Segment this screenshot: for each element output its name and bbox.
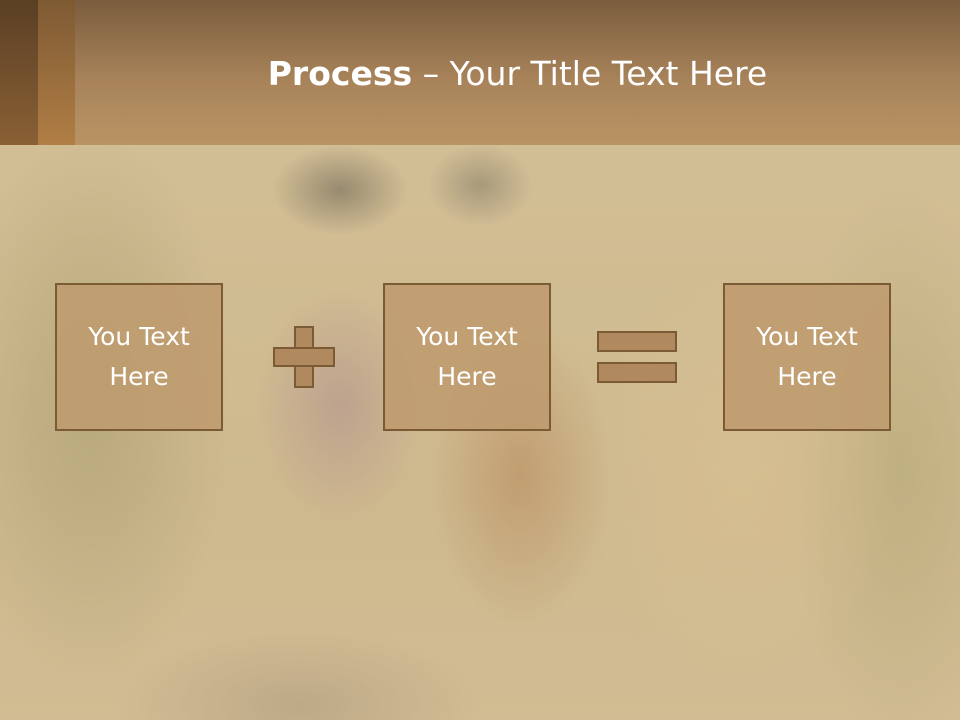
process-box-1[interactable]: You Text Here — [55, 283, 223, 431]
slide-title[interactable]: Process – Your Title Text Here — [75, 52, 960, 96]
header-accent-stripe-dark — [0, 0, 38, 145]
header-accent-stripe-mid — [38, 0, 75, 145]
process-box-2-text: You Text Here — [416, 322, 518, 391]
plus-icon — [273, 326, 335, 388]
process-box-2[interactable]: You Text Here — [383, 283, 551, 431]
equals-icon — [597, 331, 677, 383]
process-box-3[interactable]: You Text Here — [723, 283, 891, 431]
slide-title-bold: Process — [267, 54, 413, 93]
slide-title-rest: – Your Title Text Here — [412, 54, 768, 93]
title-bar: Process – Your Title Text Here — [0, 0, 960, 145]
process-box-1-text: You Text Here — [88, 322, 190, 391]
background-photo — [0, 145, 960, 720]
process-box-3-text: You Text Here — [756, 322, 858, 391]
photo-wash-overlay — [0, 145, 960, 720]
